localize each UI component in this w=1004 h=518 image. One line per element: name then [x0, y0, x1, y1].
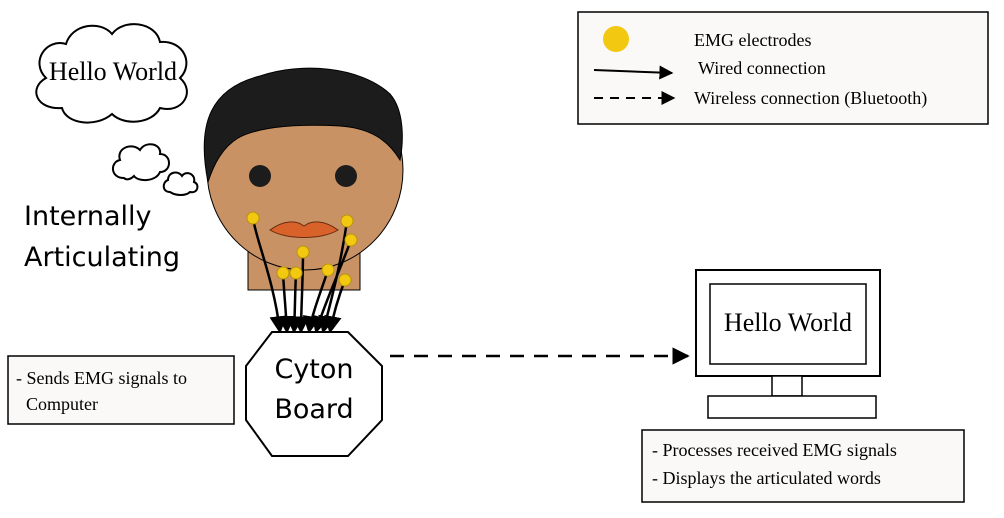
board-note-line-1: - Sends EMG signals to — [16, 368, 187, 388]
electrode-4 — [296, 245, 310, 259]
thought-text: Hello World — [49, 57, 177, 86]
board-label-line-2: Board — [274, 394, 353, 425]
small-cloud-icon — [112, 143, 170, 182]
electrodes — [246, 211, 358, 287]
monitor-text: Hello World — [724, 308, 852, 337]
computer-note-line-1: - Processes received EMG signals — [652, 440, 897, 460]
board-octagon — [245, 331, 383, 457]
board-note-line-2: Computer — [26, 394, 98, 414]
computer-note-box — [641, 429, 965, 503]
wire-5 — [302, 269, 330, 334]
monitor-stand — [771, 375, 803, 397]
caption-line-2: Articulating — [24, 242, 180, 273]
electrode-1 — [246, 211, 260, 225]
electrode-7 — [289, 266, 303, 280]
wired-arrow-icon — [593, 65, 674, 80]
wire-4 — [292, 251, 310, 334]
legend-wired-label: Wired connection — [698, 58, 826, 78]
electrode-5 — [321, 263, 335, 277]
board-note: - Sends EMG signals to Computer — [7, 355, 235, 425]
hair — [203, 67, 403, 184]
computer-note: - Processes received EMG signals - Displ… — [641, 429, 965, 503]
thought-cloud: Hello World — [35, 23, 199, 196]
cyton-board: Cyton Board — [245, 331, 383, 457]
wire-6 — [311, 239, 353, 334]
electrode-swatch-icon — [603, 26, 629, 52]
computer-note-line-2: - Displays the articulated words — [652, 468, 881, 488]
board-note-box — [7, 355, 235, 425]
legend-box — [577, 11, 989, 125]
legend-wireless-label: Wireless connection (Bluetooth) — [694, 88, 927, 109]
legend: EMG electrodes Wired connection Wireless… — [577, 11, 989, 125]
electrode-3 — [344, 233, 358, 247]
left-eye — [249, 165, 271, 187]
electrode-6 — [276, 266, 290, 280]
electrode-2 — [340, 214, 354, 228]
tiny-cloud-icon — [162, 171, 199, 196]
right-eye — [335, 165, 357, 187]
computer: Hello World — [695, 269, 881, 419]
legend-electrodes-label: EMG electrodes — [694, 30, 811, 50]
monitor-screen — [709, 283, 867, 365]
electrode-8 — [338, 273, 352, 287]
board-label-line-1: Cyton — [274, 354, 353, 385]
thought-bubble-icon — [35, 23, 188, 124]
lips — [269, 221, 339, 238]
caption-line-1: Internally — [24, 201, 152, 232]
monitor-base — [707, 395, 877, 419]
